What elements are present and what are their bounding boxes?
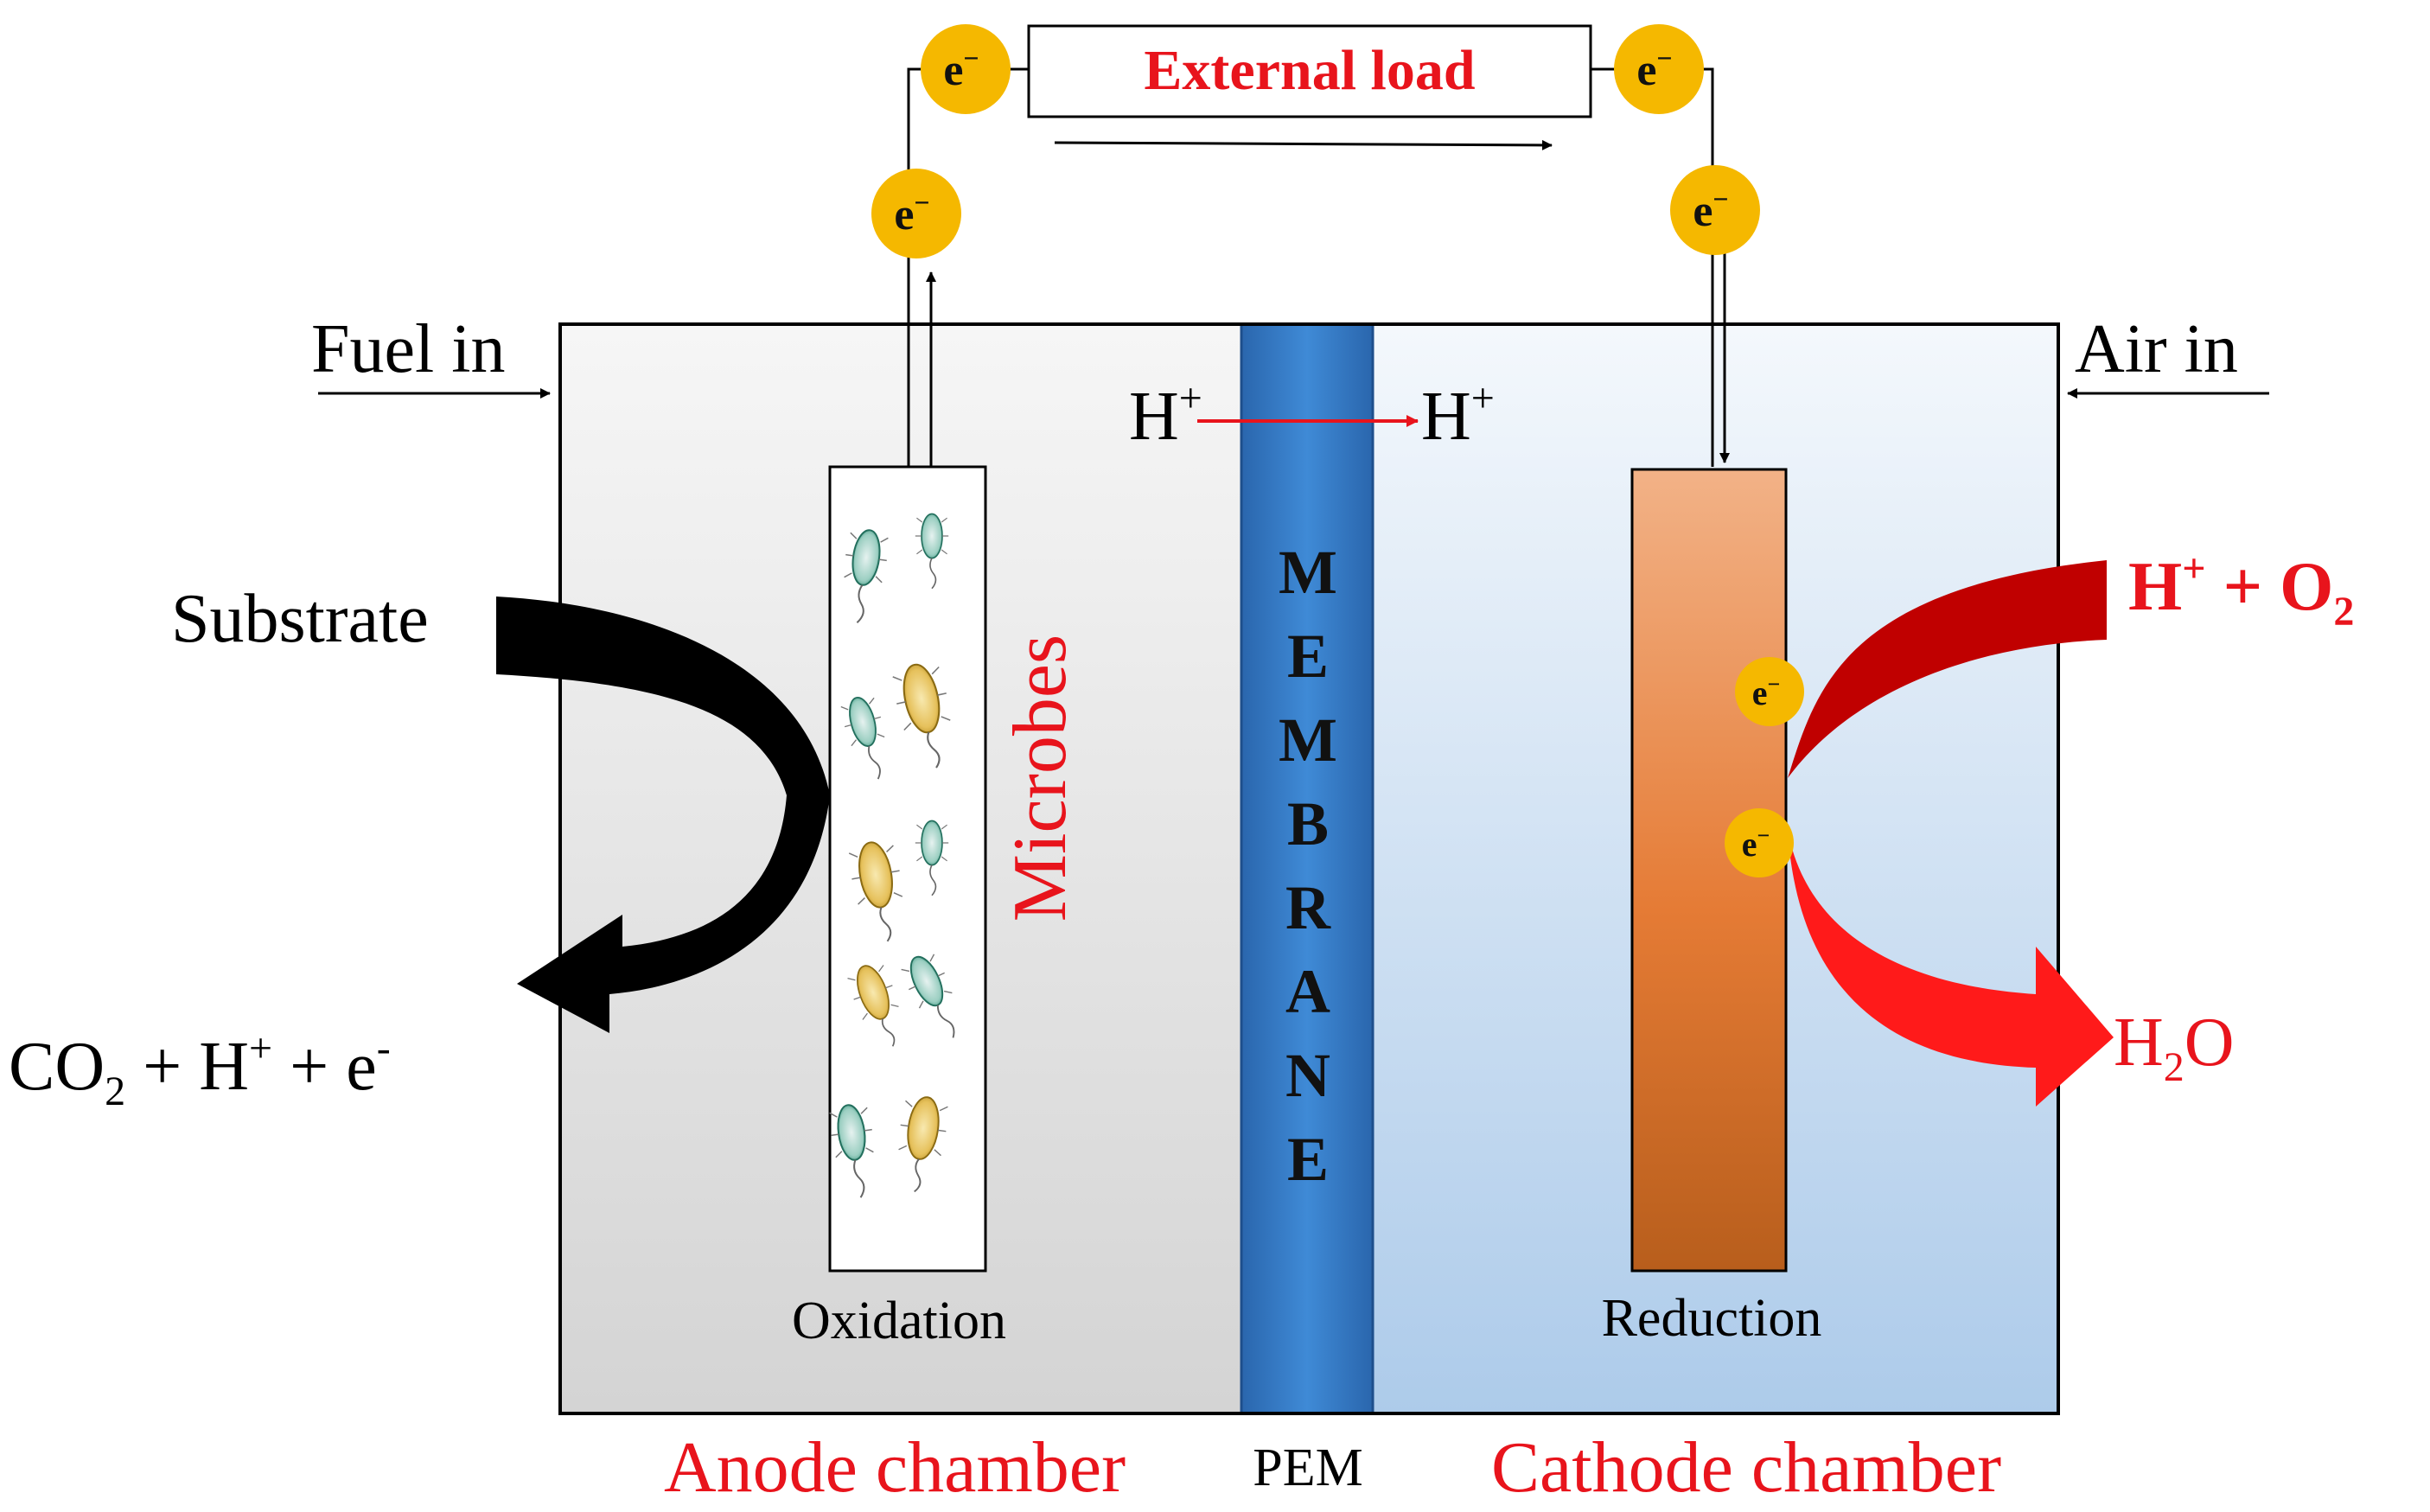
svg-text:R: R: [1285, 873, 1331, 942]
air-in-label: Air in: [2075, 311, 2238, 387]
electron-icon: e−: [871, 169, 961, 258]
pem-label: PEM: [1253, 1439, 1362, 1497]
cathode-output-label: H2O: [2114, 1005, 2235, 1090]
anode-reaction-arrow: [496, 597, 830, 1033]
svg-text:e−: e−: [1693, 183, 1728, 236]
svg-text:e−: e−: [1752, 672, 1781, 712]
svg-text:M: M: [1279, 538, 1337, 607]
cathode-chamber-label: Cathode chamber: [1491, 1427, 2001, 1508]
proton-anode: H+: [1129, 375, 1202, 455]
cathode-input-arrow: [1788, 560, 2107, 778]
electron-icon: e−: [921, 24, 1011, 114]
cathode-inputs-label: H+ + O2: [2128, 545, 2354, 635]
membrane-label: M E M B R A N E: [1279, 538, 1337, 1194]
cell-outline: [558, 322, 2060, 1415]
svg-text:E: E: [1287, 1125, 1329, 1194]
svg-text:M: M: [1279, 705, 1337, 775]
proton-cathode: H+: [1421, 375, 1495, 455]
electron-icon: e−: [1725, 808, 1794, 877]
svg-text:e−: e−: [943, 42, 979, 95]
external-load-box: [1027, 24, 1592, 118]
svg-text:A: A: [1285, 957, 1330, 1026]
reduction-label: Reduction: [1602, 1289, 1822, 1348]
electron-icon: e−: [1735, 657, 1804, 726]
svg-text:e−: e−: [1636, 42, 1672, 95]
membrane: [1240, 322, 1374, 1415]
svg-text:e−: e−: [894, 187, 929, 239]
fuel-in-label: Fuel in: [311, 311, 505, 387]
svg-text:e−: e−: [1742, 823, 1770, 864]
cathode-output-arrow: [1788, 830, 2114, 1107]
anode-products-label: CO2 + H+ + e-: [9, 1025, 391, 1114]
svg-text:B: B: [1287, 789, 1329, 858]
anode-chamber-label: Anode chamber: [664, 1427, 1126, 1508]
oxidation-label: Oxidation: [792, 1292, 1006, 1350]
substrate-label: Substrate: [171, 581, 429, 657]
svg-text:E: E: [1287, 622, 1329, 691]
current-direction-arrow: [1054, 139, 1553, 150]
svg-text:N: N: [1285, 1041, 1330, 1110]
electron-icon: e−: [1614, 24, 1704, 114]
electron-icon: e−: [1670, 165, 1760, 255]
external-load-label: External load: [1144, 39, 1475, 102]
microbes-label: Microbes: [998, 635, 1082, 922]
